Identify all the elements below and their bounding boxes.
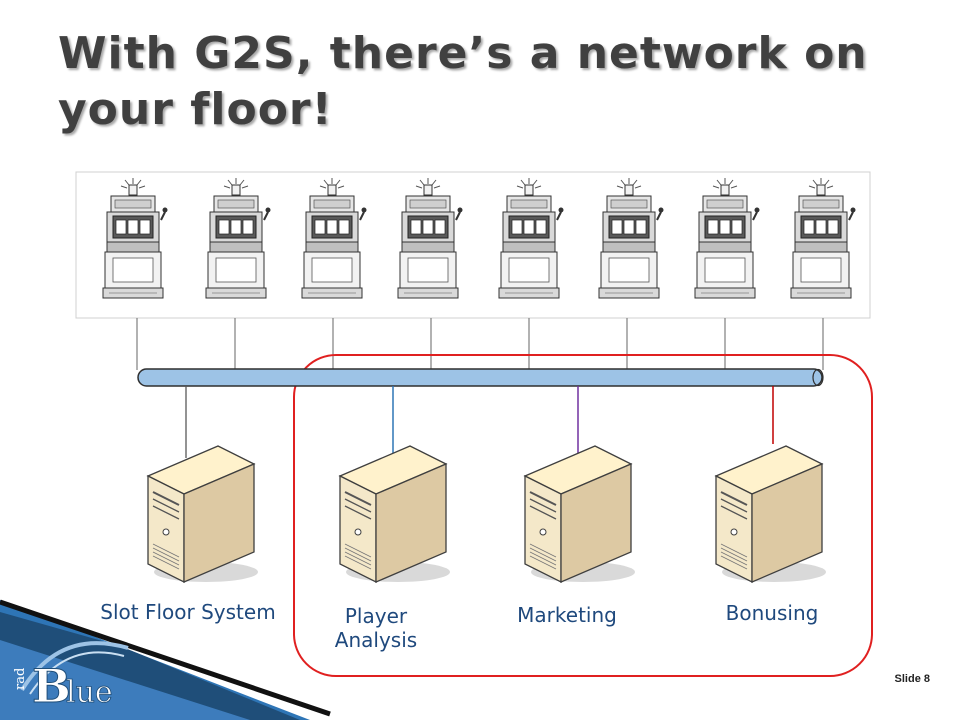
slide-title: With G2S, there’s a network on your floo… [58, 28, 868, 135]
svg-text:rad: rad [13, 668, 28, 690]
server-label-marketing: Marketing [517, 603, 617, 627]
server-icon [524, 445, 636, 583]
machine-connection-lines [136, 318, 824, 370]
svg-text:lue: lue [66, 675, 113, 710]
server-label-player-analysis: Player Analysis [334, 604, 418, 652]
radblue-logo: rad B lue [13, 641, 129, 714]
server-icon [147, 445, 259, 583]
server-icon [339, 445, 451, 583]
server-icon [715, 445, 827, 583]
svg-text:B: B [32, 659, 71, 713]
corner-swoosh-decoration [0, 599, 331, 720]
server-label-bonusing: Bonusing [725, 601, 819, 625]
network-bus [137, 368, 824, 387]
server-label-slot-floor-system: Slot Floor System [100, 600, 276, 624]
highlight-box [293, 354, 873, 677]
slide-number: Slide 8 [894, 673, 930, 685]
